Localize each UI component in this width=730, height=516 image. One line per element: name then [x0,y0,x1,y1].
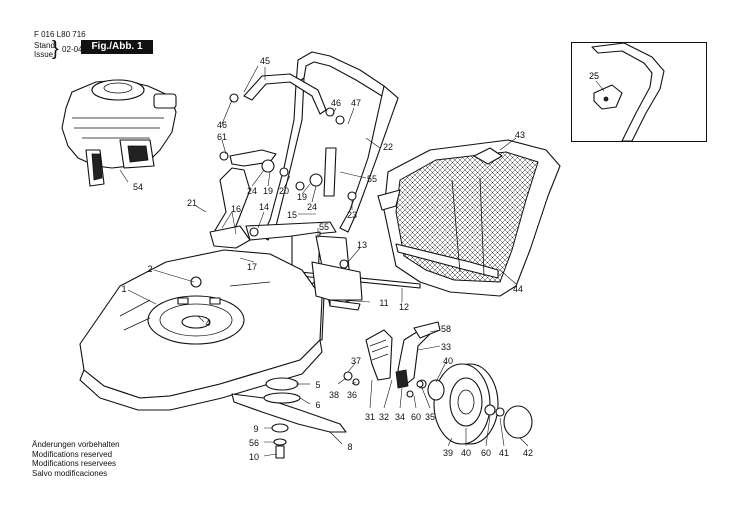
callout-13: 13 [357,240,367,250]
inset-detail: 25 [571,42,707,142]
callout-32: 32 [379,412,389,422]
callout-37: 37 [351,356,361,366]
note-de: Änderungen vorbehalten [32,440,120,449]
callout-56: 56 [249,438,259,448]
callout-25: 25 [589,71,599,81]
callout-44: 44 [513,284,523,294]
callout-24: 24 [307,202,317,212]
issue-label: Issue [34,50,54,59]
callout-2: 2 [147,264,152,274]
callout-45: 45 [260,56,270,66]
callout-31: 31 [365,412,375,422]
callout-40: 40 [443,356,453,366]
mower-deck [79,249,323,411]
engine [61,79,177,187]
callout-14: 14 [259,202,269,212]
callout-40: 40 [461,448,471,458]
stand-label: Stand [34,41,55,50]
note-fr: Modifications reservees [32,459,117,468]
callout-39: 39 [443,448,453,458]
callout-1: 1 [121,284,126,294]
callout-38: 38 [329,390,339,400]
callout-61: 61 [217,132,227,142]
callout-17: 17 [247,262,257,272]
inset-drawing: 25 [589,42,665,142]
callout-54: 54 [133,182,143,192]
callout-15: 15 [287,210,297,220]
callout-6: 6 [315,400,320,410]
callout-4: 4 [205,318,210,328]
callout-33: 33 [441,342,451,352]
callout-36: 36 [347,390,357,400]
callout-35: 35 [425,412,435,422]
callout-10: 10 [249,452,259,462]
rear-flap [311,261,363,301]
handle-assembly [213,51,399,241]
brace-glyph: } [52,38,59,60]
callout-46: 46 [331,98,341,108]
callout-34: 34 [395,412,405,422]
callout-55: 55 [367,174,377,184]
callout-55: 55 [319,222,329,232]
callout-19: 19 [263,186,273,196]
note-es: Salvo modificaciones [32,468,108,478]
callout-43: 43 [515,130,525,140]
callout-60: 60 [481,448,491,458]
callout-47: 47 [351,98,361,108]
grass-catcher [377,139,561,297]
issue-date: 02-04-09 [62,45,95,54]
modification-notes: Änderungen vorbehalten Modifications res… [32,440,120,478]
callout-22: 22 [383,142,393,152]
callout-58: 58 [441,324,451,334]
callout-9: 9 [253,424,258,434]
callout-12: 12 [399,302,409,312]
callout-11: 11 [379,298,388,308]
callout-labels: 45 46 47 46 61 22 24 19 20 19 24 55 23 2… [121,56,533,462]
callout-23: 23 [347,210,357,220]
wheel-assembly [417,363,533,445]
leader-lines [119,65,607,457]
callout-8: 8 [347,442,352,452]
callout-19: 19 [297,192,307,202]
callout-21: 21 [187,198,197,208]
callout-24: 24 [247,186,257,196]
callout-42: 42 [523,448,533,458]
callout-60: 60 [411,412,421,422]
figure-label: Fig./Abb. 1 [81,40,153,54]
callout-41: 41 [499,448,509,458]
callout-16: 16 [231,204,241,214]
callout-46: 46 [217,120,227,130]
part-number: F 016 L80 716 [34,30,86,39]
callout-20: 20 [279,186,289,196]
callout-5: 5 [315,380,320,390]
height-adjuster [343,321,441,398]
note-en: Modifications reserved [32,449,113,459]
